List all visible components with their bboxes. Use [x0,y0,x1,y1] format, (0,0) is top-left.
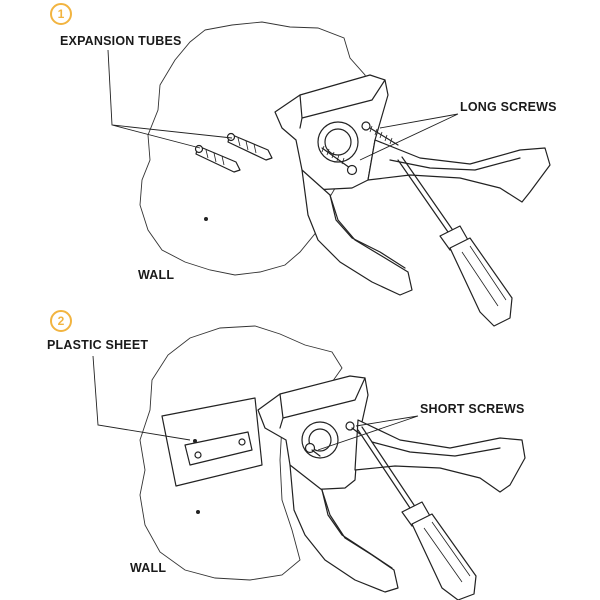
clamp-arm-step-2 [289,464,399,593]
screwdriver-step-1 [397,156,513,327]
short-screw-1 [345,421,361,435]
mount-bracket-step-2 [257,375,526,593]
flex-arm-step-1 [367,139,551,203]
label-wall-step-2: WALL [130,561,167,575]
plastic-sheet [161,397,263,487]
short-screw-2 [304,442,321,457]
leader-short-screws [317,415,419,451]
leader-plastic-sheet [92,355,191,441]
leader-long-screws [359,113,459,161]
step-2-badge: 2 [50,310,72,332]
wall-point-step-1 [204,217,208,221]
flex-arm-step-2 [354,419,526,493]
label-wall-step-1: WALL [138,268,175,282]
mount-bracket-step-1 [274,74,551,296]
label-plastic-sheet: PLASTIC SHEET [47,338,149,352]
leader-expansion-tubes [107,49,233,149]
step-1-badge: 1 [50,3,72,25]
wall-point-step-2 [196,510,200,514]
long-screw-1 [361,121,399,146]
label-short-screws: SHORT SCREWS [420,402,525,416]
expansion-tube-1 [226,132,273,161]
screwdriver-step-2 [357,426,477,600]
clamp-arm-step-1 [301,169,413,296]
label-long-screws: LONG SCREWS [460,100,557,114]
step-2-illustration [92,325,526,600]
long-screw-2 [321,145,358,176]
label-expansion-tubes: EXPANSION TUBES [60,34,182,48]
step-1-illustration [107,21,551,327]
